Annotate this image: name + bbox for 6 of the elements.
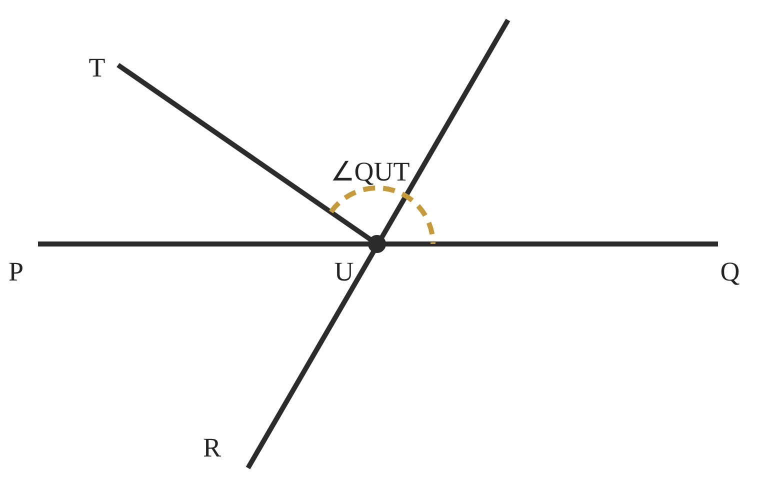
angle-label: ∠QUT [330,158,410,186]
point-label: T [88,54,106,82]
point-label: R [203,434,221,462]
point-label: U [334,258,354,286]
point-label: Q [720,258,740,286]
point-label: P [8,258,24,286]
